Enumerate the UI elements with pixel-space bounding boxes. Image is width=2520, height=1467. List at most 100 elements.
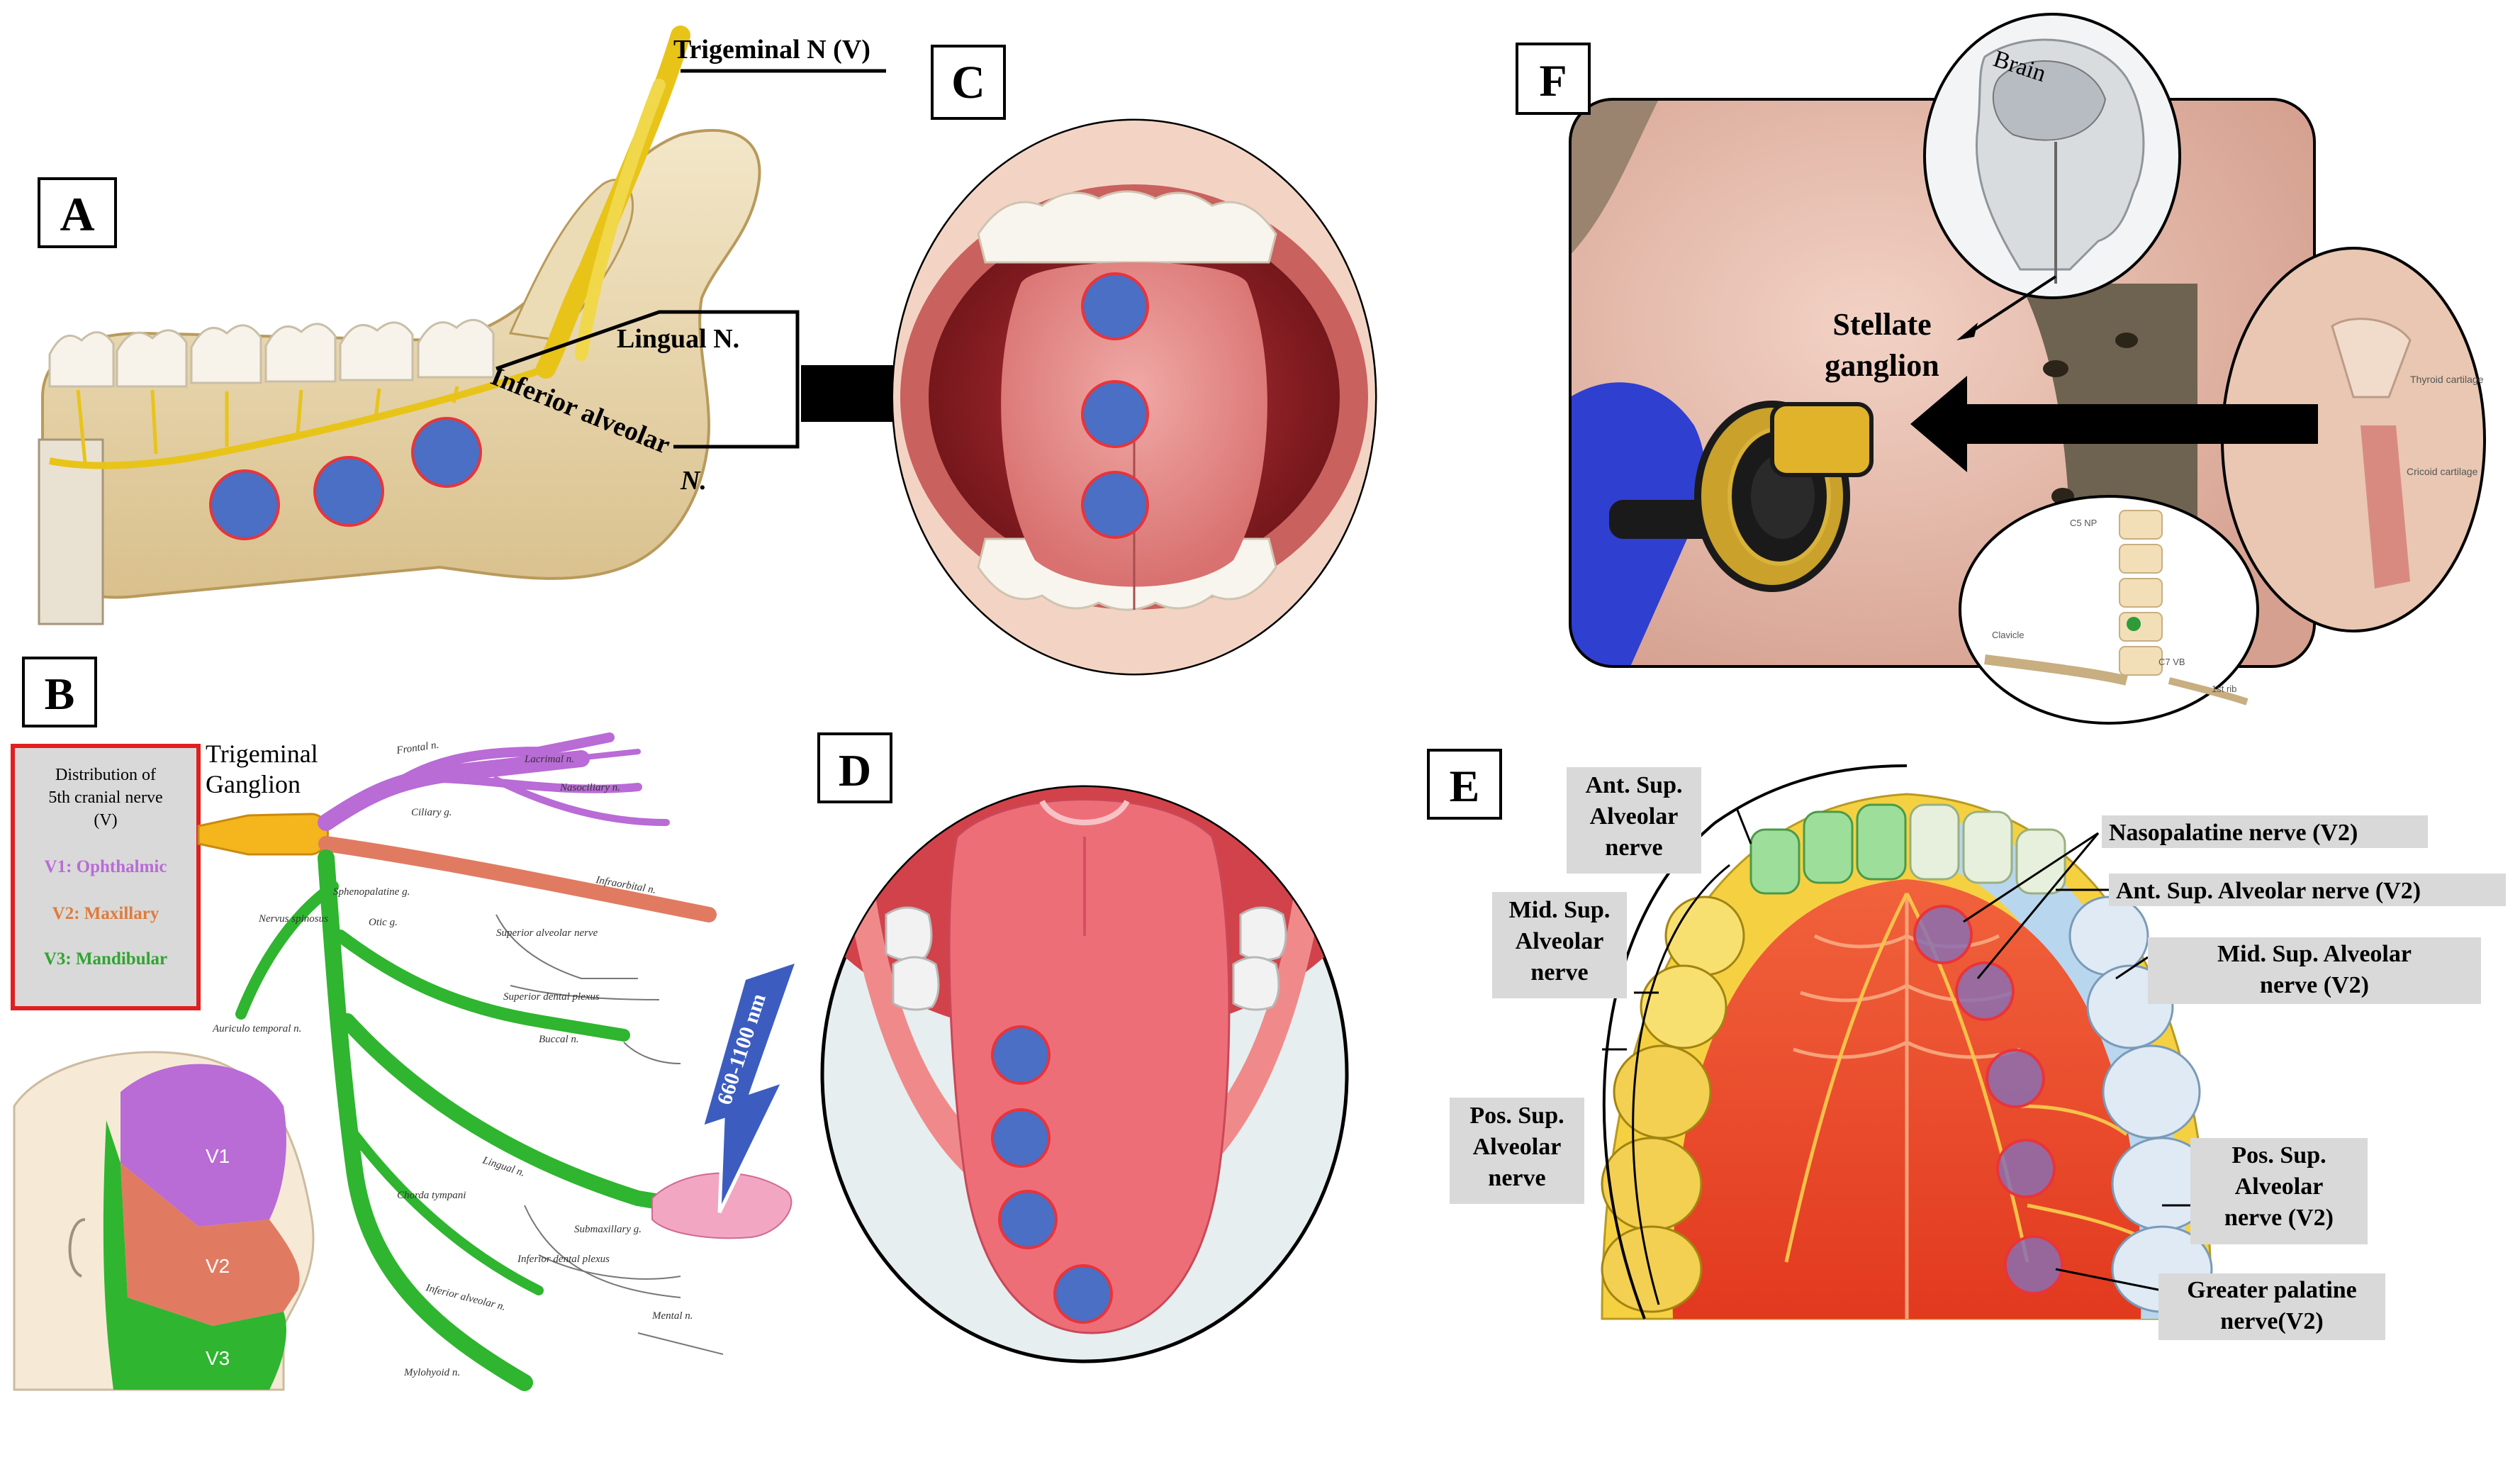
pos-sup-v2-line-1: Pos. Sup. [2231, 1142, 2326, 1168]
brain-pointer-head [1956, 323, 1978, 340]
maxillary-branch-v2 [318, 836, 717, 922]
laser-spot [1081, 471, 1149, 539]
teeth-right-blue [2068, 896, 2213, 1313]
upper-teeth [977, 190, 1277, 264]
extended-tongue [948, 798, 1231, 1334]
panel-e-label-box [1427, 749, 1502, 820]
mid-sup-line-1: Mid. Sup. [1509, 897, 1611, 923]
stellate-label-2: ganglion [1825, 348, 1939, 383]
legend-v1: V1: Ophthalmic [45, 857, 167, 876]
panel-a-label-box [38, 177, 117, 248]
uvula-arch [1039, 799, 1130, 825]
panel-e-label: E [1450, 761, 1480, 811]
brain-pointer [1962, 275, 2057, 338]
label-frontal: Frontal n. [395, 740, 439, 757]
ant-sup-v2-label: Ant. Sup. Alveolar nerve (V2) [2116, 878, 2421, 904]
laser-spot [998, 1190, 1058, 1249]
label-nasociliary: Nasociliary n. [559, 782, 620, 793]
label-c7: C7 VB [2158, 657, 2185, 667]
pos-sup-line-1: Pos. Sup. [1469, 1103, 1564, 1129]
laser-spot [991, 1025, 1051, 1085]
panel-e: E [1427, 749, 2506, 1340]
panel-d-label-box [817, 732, 892, 803]
label-mental: Mental n. [651, 1310, 693, 1322]
cervical-vertebrae [1984, 510, 2249, 705]
laser-spot [1053, 1264, 1113, 1324]
label-thyroid: Thyroid cartilage [2410, 374, 2484, 385]
lingual-nerve-branch [575, 79, 666, 361]
molars [885, 906, 1287, 1011]
face-dermatome-diagram: V1 V2 V3 [13, 1051, 315, 1391]
nerve-spot [1955, 961, 2015, 1021]
label-lacrimal: Lacrimal n. [524, 754, 574, 765]
panel-d-laser-spots [991, 1025, 1113, 1324]
label-buccal: Buccal n. [539, 1034, 579, 1045]
nerve-legend-box: Distribution of 5th cranial nerve (V) V1… [11, 744, 201, 1010]
nerve-spot [1913, 905, 1973, 964]
v2-zone [121, 1163, 300, 1326]
dental-nerve-branches [76, 386, 459, 463]
label-rib: 1st rib [2212, 684, 2236, 694]
label-inf-dental: Inferior dental plexus [517, 1254, 610, 1265]
palate-labels: Ant. Sup. Alveolar nerve Mid. Sup. Alveo… [1450, 767, 2506, 1340]
pos-sup-line-2: Alveolar [1473, 1134, 1562, 1160]
panel-b-label-box [22, 657, 97, 727]
hair [1570, 99, 1659, 255]
label-cricoid: Cricoid cartilage [2407, 466, 2478, 477]
label-otic: Otic g. [369, 917, 398, 928]
label-auriculo: Auriculo temporal n. [212, 1023, 301, 1034]
legend-v2: V2: Maxillary [52, 904, 159, 923]
label-mylohyoid: Mylohyoid n. [403, 1367, 460, 1378]
inferior-alveolar-n-label: N. [680, 466, 707, 496]
nerve-spot [1996, 1139, 2056, 1198]
label-sup-dental: Superior dental plexus [503, 991, 600, 1003]
label-submaxillary: Submaxillary g. [574, 1224, 642, 1235]
incisors-green [1749, 803, 1907, 895]
laser-probe [1609, 401, 1874, 592]
trachea [2361, 425, 2410, 589]
alveolar-bracket-left [1602, 764, 1908, 1320]
alveolar-bracket-left-inner [1632, 864, 1730, 1305]
palate-nerve-spots [1913, 905, 2063, 1295]
ear [68, 1218, 86, 1278]
label-inf-alveolar: Inferior alveolar n. [424, 1282, 507, 1313]
panel-c-laser-spots [1081, 272, 1149, 539]
panel-d-label: D [839, 745, 871, 796]
molars-left [1601, 1044, 1712, 1313]
label-chorda: Chorda tympani [397, 1190, 466, 1201]
arrow-to-probe [1910, 376, 2318, 472]
panel-c-label: C [951, 57, 985, 108]
label-clavicle: Clavicle [1992, 630, 2025, 640]
mandible-teeth [48, 318, 495, 388]
bone-cross-section [38, 438, 104, 625]
panel-d: D [817, 732, 1349, 1363]
panel-c: C [891, 45, 1377, 676]
label-nervus-spinosus: Nervus spinosus [258, 913, 328, 925]
greater-palatine-line-1: Greater palatine [2187, 1277, 2357, 1303]
ant-sup-line-2: Alveolar [1590, 803, 1679, 830]
ant-sup-line-1: Ant. Sup. [1585, 772, 1682, 798]
laser-spot [411, 417, 482, 488]
panel-a-laser-spots [209, 417, 482, 540]
legend-title-line-2: 5th cranial nerve [48, 788, 162, 807]
v3-zone [103, 1120, 286, 1390]
laser-spot [209, 469, 280, 540]
incisors-right [1909, 803, 2066, 895]
label-ciliary: Ciliary g. [411, 807, 452, 818]
brain-sketch [1992, 60, 2107, 141]
stellate-ganglion-marker [2127, 617, 2141, 631]
face-v1-label: V1 [206, 1145, 230, 1167]
trigeminal-ganglion [197, 813, 329, 856]
lingual-label: Lingual N. [617, 324, 739, 354]
laser-spot [1081, 272, 1149, 340]
mid-sup-line-3: nerve [1530, 959, 1588, 986]
nasopalatine-label: Nasopalatine nerve (V2) [2109, 820, 2358, 846]
nerve-spot [1986, 1049, 2045, 1108]
face-v3-label: V3 [206, 1347, 230, 1369]
stellate-label-1: Stellate [1832, 307, 1931, 342]
trigeminal-label: Trigeminal N (V) [673, 35, 870, 65]
laser-spot [1081, 380, 1149, 448]
pos-sup-v2-line-2: Alveolar [2235, 1173, 2324, 1200]
greater-palatine-line-2: nerve(V2) [2220, 1308, 2323, 1334]
panel-b-label: B [45, 669, 75, 719]
